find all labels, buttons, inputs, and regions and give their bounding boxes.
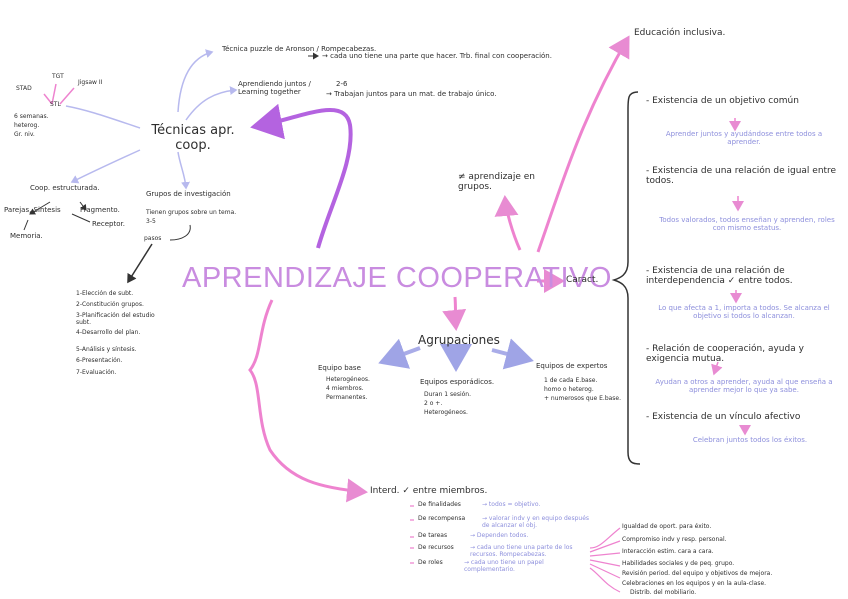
arrow-pasos — [169, 224, 191, 241]
interd-list-1: Igualdad de oport. para éxito. — [622, 523, 712, 530]
caract-item-5-desc: Celebran juntos todos los éxitos. — [692, 436, 808, 444]
stl-item-2: heterog. — [14, 122, 40, 129]
interd-row-3-val: → Dependen todos. — [470, 532, 529, 539]
line-to-coop-estr — [70, 149, 141, 184]
line-to-stl — [65, 105, 141, 129]
tgt-label: TGT — [52, 73, 64, 80]
line-to-grupos — [177, 151, 191, 190]
caract-item-1-desc: Aprender juntos y ayudándose entre todos… — [665, 130, 823, 147]
caract-item-2-head: - Existencia de una relación de igual en… — [646, 166, 837, 187]
caract-item-3-head: - Existencia de una relación de interdep… — [646, 266, 793, 287]
equipo-base-item-3: Permanentes. — [326, 394, 368, 401]
interd-row-1-key: De finalidades — [418, 501, 461, 508]
step-6: 6-Presentación. — [76, 357, 123, 364]
left-pink-brace — [248, 299, 368, 503]
equipo-base-item-1: Heterogéneos. — [326, 376, 370, 383]
interd-label: Interd. ✓ entre miembros. — [370, 486, 488, 496]
expertos-item-3: + numerosos que E.base. — [544, 395, 622, 402]
interd-left-arrows — [410, 505, 414, 564]
parejas-sintesis: Parejas, Sintesis — [4, 206, 61, 214]
arrow-to-agrupaciones — [442, 296, 467, 331]
memoria: Memoria. — [10, 232, 43, 240]
caract-label: Caract. — [566, 275, 599, 285]
caract-item-2-desc: Todos valorados, todos enseñan y aprende… — [659, 216, 835, 233]
line-to-puzzle — [177, 49, 214, 113]
stl-item-1: 6 semanas. — [14, 113, 49, 120]
arrow-to-base — [378, 338, 421, 369]
arrow-to-distinto — [494, 195, 522, 251]
step-3: 3-Planificación del estudio subt. — [76, 312, 155, 326]
agrupaciones-label: Agrupaciones — [418, 333, 500, 347]
arrow-to-expertos — [491, 338, 534, 370]
grupos-item-2: 3-5 — [146, 218, 156, 225]
central-title: APRENDIZAJE COOPERATIVO — [182, 262, 612, 294]
stl-arrows — [43, 83, 75, 105]
arrow-to-steps — [127, 243, 153, 284]
caract-arrow-4 — [711, 361, 723, 376]
interd-list-2: Compromiso indv y resp. personal. — [622, 536, 727, 543]
receptor: Receptor. — [92, 220, 125, 228]
caract-item-5-head: - Existencia de un vínculo afectivo — [646, 412, 801, 422]
esporadicos-item-1: Duran 1 sesión. — [424, 391, 471, 398]
interd-row-2-key: De recompensa — [418, 515, 466, 522]
aprendiendo-n: 2-6 — [336, 80, 348, 88]
interd-row-4-val: → cada uno tiene una parte de los recurs… — [470, 544, 573, 558]
esporadicos-item-3: Heterogéneos. — [424, 409, 468, 416]
line-to-aprendiendo — [185, 86, 238, 121]
stad-label: STAD — [16, 85, 32, 92]
interd-list-7: Distrib. del mobiliario. — [630, 589, 697, 596]
esporadicos-title: Equipos esporádicos. — [420, 378, 495, 386]
caract-item-4-desc: Ayudan a otros a aprender, ayuda al que … — [655, 378, 833, 395]
interd-row-5-key: De roles — [418, 559, 443, 566]
tecnicas-heading: Técnicas apr. coop. — [151, 123, 235, 153]
step-2: 2-Constitución grupos. — [76, 301, 144, 308]
interd-row-1-val: → todos = objetivo. — [482, 501, 541, 508]
arrow-title-to-tecnicas — [250, 103, 353, 249]
aprendiendo-desc: → Trabajan juntos para un mat. de trabaj… — [326, 90, 497, 98]
educacion-inclusiva: Educación inclusiva. — [634, 28, 726, 38]
caract-bracket — [611, 91, 641, 465]
puzzle-desc: → cada uno tiene una parte que hacer. Tr… — [322, 52, 552, 60]
interd-row-5-val: → cada uno tiene un papel complementario… — [464, 559, 544, 573]
arrow-to-educacion — [536, 35, 630, 253]
interd-fan — [589, 527, 621, 593]
step-7: 7-Evaluación. — [76, 369, 117, 376]
interd-row-4-key: De recursos — [418, 544, 454, 551]
caract-item-3-desc: Lo que afecta a 1, importa a todos. Se a… — [658, 304, 830, 321]
interd-row-2-val: → valorar indv y en equipo después de al… — [482, 515, 590, 529]
tai-label: Jigsaw II — [78, 79, 103, 86]
expertos-title: Equipos de expertos — [536, 362, 608, 370]
stl-label: STL — [50, 101, 61, 108]
arrow-fragmento — [79, 201, 87, 211]
arrow-receptor — [71, 213, 91, 223]
grupos-item-1: Tienen grupos sobre un tema. — [146, 209, 237, 216]
interd-row-3-key: De tareas — [418, 532, 448, 539]
expertos-item-1: 1 de cada E.base. — [544, 377, 598, 384]
coop-estructurada: Coop. estructurada. — [30, 184, 100, 192]
arrow-parejas — [29, 201, 51, 215]
step-4: 4-Desarrollo del plan. — [76, 329, 141, 336]
caract-item-1-head: - Existencia de un objetivo común — [646, 96, 799, 106]
fragmento: Fragmento. — [80, 206, 120, 214]
step-1: 1-Elección de subt. — [76, 290, 134, 297]
interd-list-4: Habilidades sociales y de peq. grupo. — [622, 560, 735, 567]
puzzle-label: Técnica puzzle de Aronson / Rompecabezas… — [222, 45, 377, 53]
grupos-investigacion: Grupos de investigación — [146, 190, 231, 198]
step-5: 5-Análisis y síntesis. — [76, 346, 137, 353]
interd-list-3: Interacción estim. cara a cara. — [622, 548, 714, 555]
aprendiendo-label: Aprendiendo juntos / Learning together — [238, 80, 311, 97]
esporadicos-item-2: 2 o +. — [424, 400, 443, 407]
pasos-label: pasos — [144, 235, 162, 242]
distinto-aprendizaje: ≠ aprendizaje en grupos. — [458, 172, 535, 193]
interd-list-6: Celebraciones en los equipos y en la aul… — [622, 580, 767, 587]
caract-item-4-head: - Relación de cooperación, ayuda y exige… — [646, 344, 804, 365]
expertos-item-2: homo o heterog. — [544, 386, 594, 393]
interd-list-5: Revisión period. del equipo y objetivos … — [622, 570, 773, 577]
arrow-memoria — [23, 219, 29, 231]
equipo-base-title: Equipo base — [318, 364, 361, 372]
equipo-base-item-2: 4 miembros. — [326, 385, 364, 392]
stl-item-3: Gr. niv. — [14, 131, 35, 138]
